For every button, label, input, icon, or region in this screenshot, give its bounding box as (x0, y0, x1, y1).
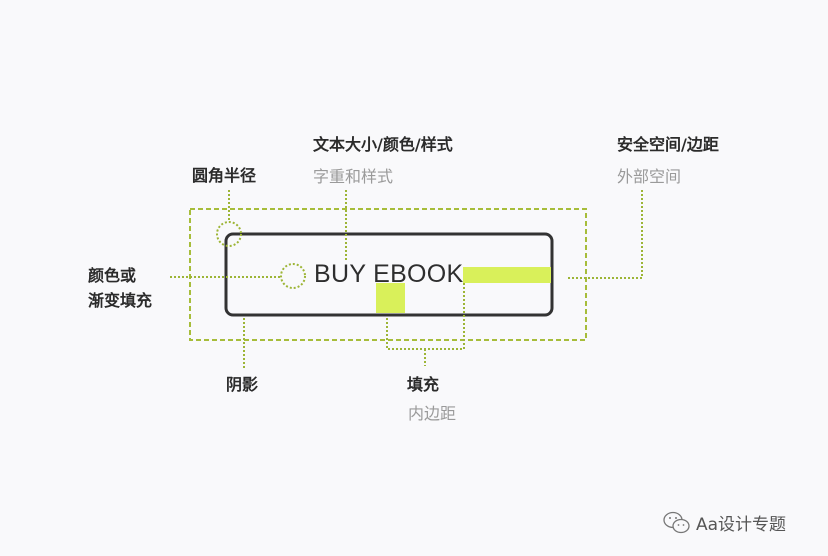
safe-area-leader (568, 190, 643, 279)
padding-sublabel: 内边距 (408, 404, 457, 423)
button-label: BUY EBOOK (314, 260, 464, 288)
fill-label-line2: 渐变填充 (88, 291, 153, 310)
corner-radius-circle (216, 221, 242, 247)
safe-area-label: 安全空间/边距 (617, 135, 719, 154)
safe-area-sublabel: 外部空间 (617, 167, 682, 186)
fill-indicator-circle (280, 263, 306, 289)
text-style-label: 文本大小/颜色/样式 (313, 135, 453, 154)
shadow-label: 阴影 (226, 375, 259, 394)
padding-bracket (386, 283, 465, 366)
fill-label-line1: 颜色或 (88, 266, 137, 285)
padding-label: 填充 (407, 375, 440, 394)
watermark-text: Aa设计专题 (696, 515, 787, 535)
watermark: Aa设计专题 (662, 510, 786, 535)
padding-right-fill (463, 267, 551, 283)
corner-radius-label: 圆角半径 (192, 166, 257, 185)
button-shape (224, 232, 554, 317)
wechat-icon (663, 511, 690, 533)
text-style-sublabel: 字重和样式 (313, 167, 394, 186)
padding-bottom-fill (376, 283, 405, 313)
